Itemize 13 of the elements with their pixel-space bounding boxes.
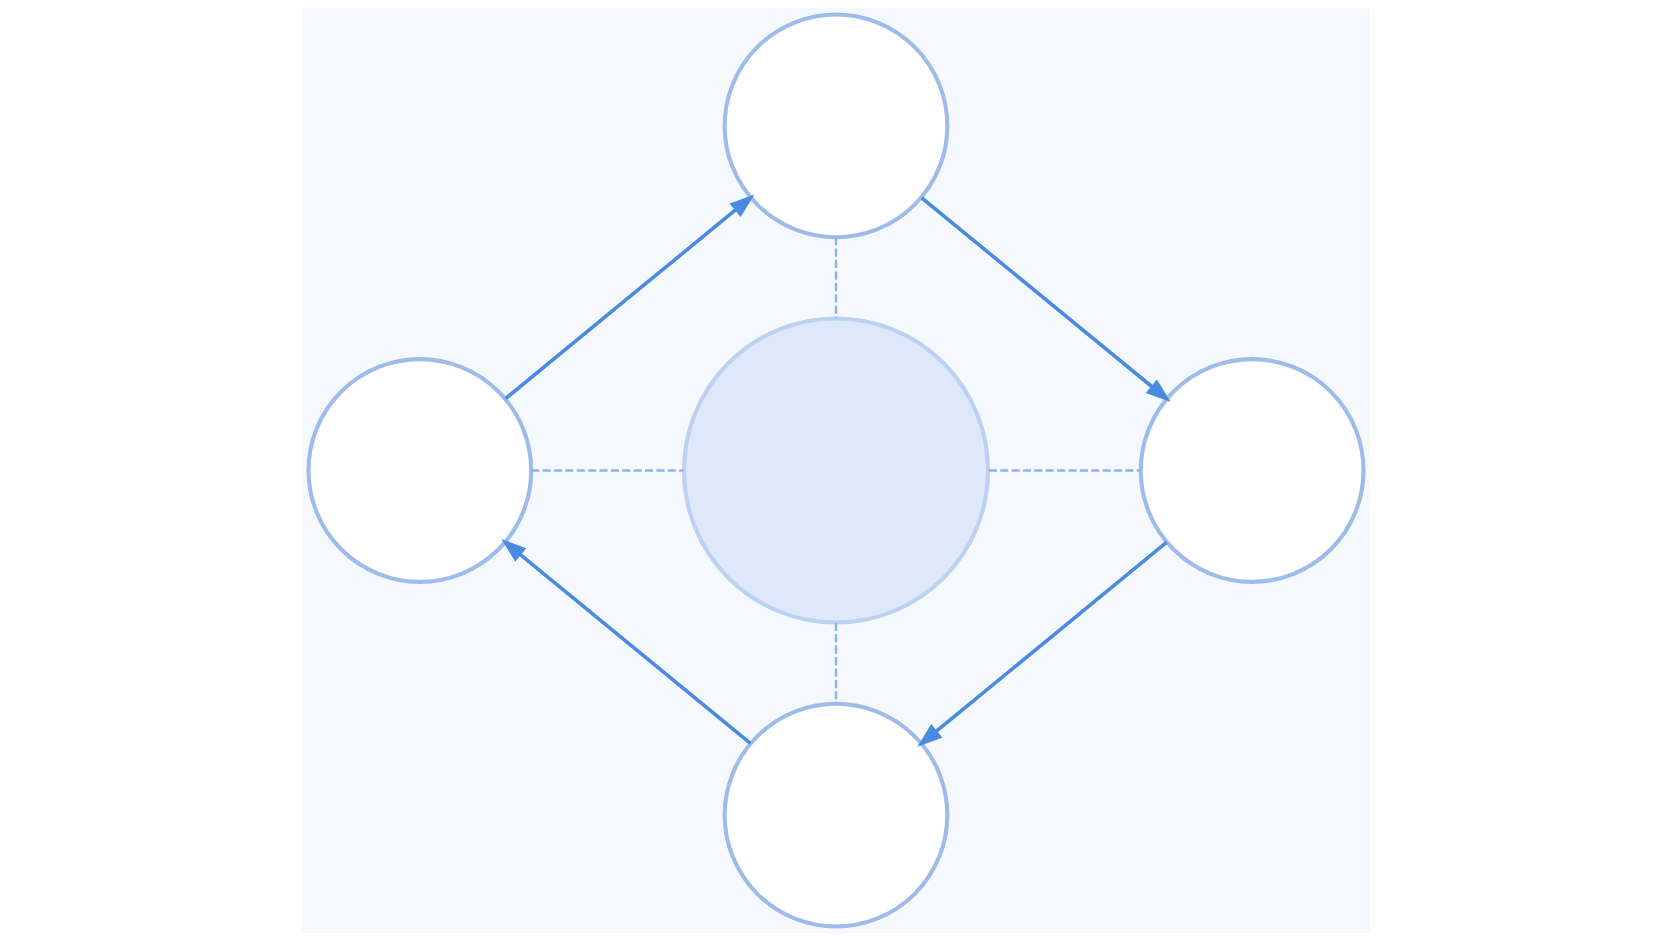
connector — [834, 622, 838, 704]
node-circle — [306, 357, 534, 584]
arrow — [920, 196, 1171, 403]
node-circle — [1138, 357, 1366, 584]
arrow — [501, 539, 752, 745]
node-circle — [722, 12, 950, 240]
connector — [531, 469, 684, 472]
node-circle — [722, 701, 950, 929]
arrow — [504, 194, 755, 401]
node-circle — [682, 316, 990, 625]
connector — [834, 237, 838, 319]
arrow — [917, 541, 1168, 747]
connector — [988, 469, 1141, 472]
